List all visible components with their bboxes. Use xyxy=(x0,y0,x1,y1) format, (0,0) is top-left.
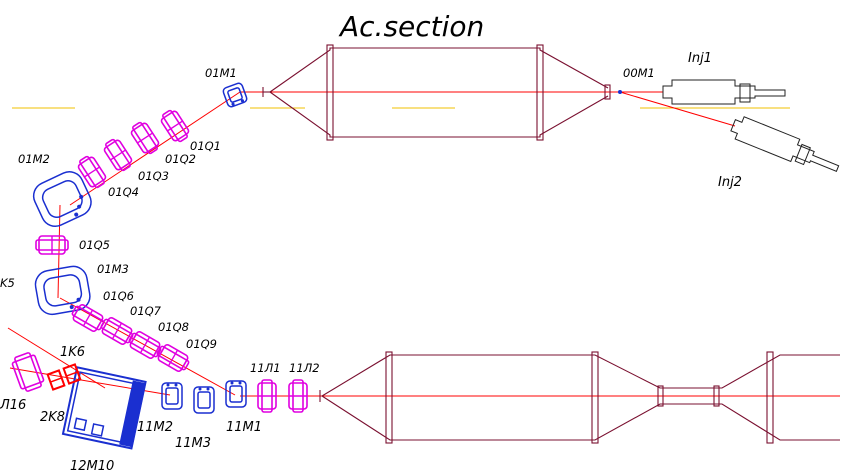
label-11m2: 11M2 xyxy=(137,420,173,435)
dipole-12m10 xyxy=(61,366,147,450)
label-inj1: Inj1 xyxy=(688,51,712,66)
quadrupole-01q8 xyxy=(128,331,162,359)
beam-path xyxy=(7,91,840,397)
quadrupole-01q3 xyxy=(103,138,133,172)
dipole-01m1 xyxy=(222,82,248,108)
kickers xyxy=(46,363,82,391)
kicker-1k6 xyxy=(62,363,82,385)
label-01m1: 01M1 xyxy=(205,66,237,80)
injector-1 xyxy=(662,79,786,105)
injection-point-00m1 xyxy=(618,90,622,94)
label-1k6: 1K6 xyxy=(60,345,85,360)
label-01q5: 01Q5 xyxy=(79,238,110,252)
label-01q2: 01Q2 xyxy=(165,152,196,166)
label-01q7: 01Q7 xyxy=(130,304,162,318)
quadrupole-01q4 xyxy=(77,155,107,189)
label-12m10: 12M10 xyxy=(70,459,114,473)
dipole-01m3 xyxy=(34,265,91,316)
label-01q1: 01Q1 xyxy=(190,139,221,153)
label-11m3: 11M3 xyxy=(175,436,211,451)
dipole-11m1 xyxy=(225,380,247,408)
section-title: Ac.section xyxy=(338,10,484,43)
label-01q4: 01Q4 xyxy=(108,185,139,199)
reference-guides xyxy=(12,107,835,397)
quadrupole-01q9 xyxy=(156,344,190,372)
quadrupole-01q2 xyxy=(130,121,160,155)
lower-vacuum-chamber xyxy=(319,351,840,444)
injector-2 xyxy=(730,116,840,172)
label-01q6: 01Q6 xyxy=(103,289,134,303)
label-2k8: 2K8 xyxy=(40,410,65,425)
label-l16: Л16 xyxy=(0,398,26,413)
label-11m1: 11M1 xyxy=(226,420,262,435)
quadrupole-11l2 xyxy=(288,379,308,413)
quadrupole-01q5 xyxy=(35,235,69,255)
dipole-11m3 xyxy=(193,386,215,414)
label-01q3: 01Q3 xyxy=(138,169,169,183)
label-01q8: 01Q8 xyxy=(158,320,189,334)
magnet-l16 xyxy=(11,352,45,392)
label-inj2: Inj2 xyxy=(718,175,742,190)
label-k5: K5 xyxy=(0,276,15,290)
quadrupoles xyxy=(11,109,308,413)
label-01q9: 01Q9 xyxy=(186,337,217,351)
dipole-01m2 xyxy=(32,171,92,228)
upper-vacuum-chamber xyxy=(262,44,611,141)
kicker-2k8 xyxy=(46,369,66,391)
label-01m3: 01M3 xyxy=(97,262,129,276)
label-11l2: 11Л2 xyxy=(289,361,320,375)
label-11l1: 11Л1 xyxy=(250,361,281,375)
dipole-11m2 xyxy=(161,382,183,410)
label-00m1: 00M1 xyxy=(623,66,655,80)
quadrupole-01q6 xyxy=(71,304,105,332)
quadrupole-01q1 xyxy=(160,109,190,143)
quadrupole-11l1 xyxy=(257,379,277,413)
label-01m2: 01M2 xyxy=(18,152,50,166)
